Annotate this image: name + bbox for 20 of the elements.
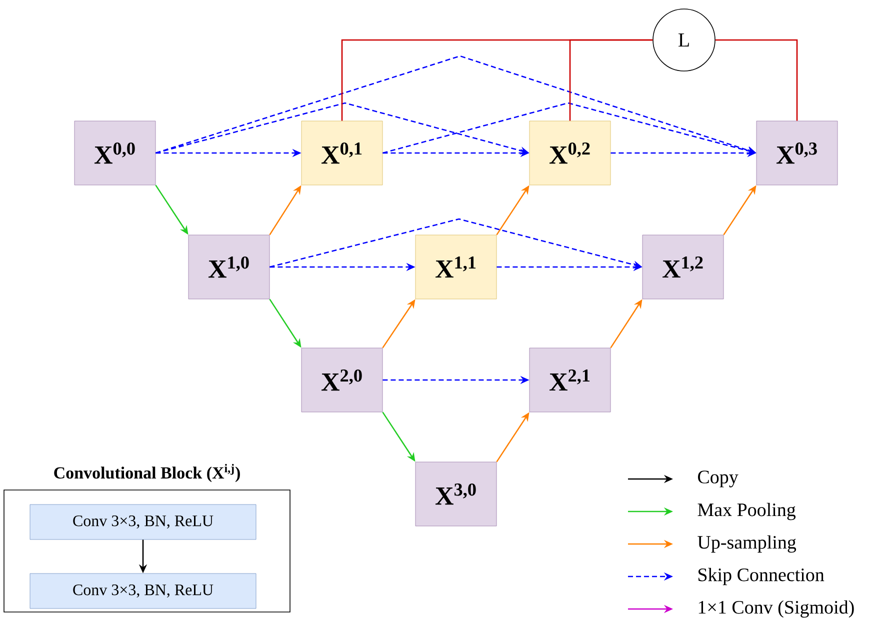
legend-text: Up-sampling bbox=[698, 535, 796, 553]
legend-text: Copy bbox=[698, 470, 738, 488]
feature-box: X$^{0,2}$ bbox=[529, 120, 611, 186]
feature-box: X$^{1,0}$ bbox=[188, 234, 270, 300]
feature-box: X$^{1,2}$ bbox=[642, 234, 724, 300]
block-title: Convolutional Block (X$^{i,j}$) bbox=[54, 464, 240, 482]
legend-text: Max Pooling bbox=[698, 502, 796, 520]
connector-line bbox=[569, 39, 653, 121]
feature-box: X$^{0,3}$ bbox=[756, 120, 838, 186]
feature-box: X$^{3,0}$ bbox=[415, 462, 497, 526]
legend-text: 1×1 Conv (Sigmoid) bbox=[698, 600, 854, 618]
layer-box: Conv 3×3, BN, ReLU bbox=[30, 504, 256, 540]
layer-box: Conv 3×3, BN, ReLU bbox=[30, 573, 256, 609]
feature-box: X$^{2,0}$ bbox=[301, 348, 383, 412]
legend-text: Skip Connection bbox=[698, 568, 824, 586]
feature-box: X$^{0,0}$ bbox=[74, 120, 156, 186]
connector-line bbox=[715, 39, 798, 121]
feature-box: X$^{0,1}$ bbox=[301, 120, 383, 186]
feature-box: X$^{2,1}$ bbox=[529, 348, 611, 412]
feature-box: X$^{1,1}$ bbox=[415, 234, 497, 300]
